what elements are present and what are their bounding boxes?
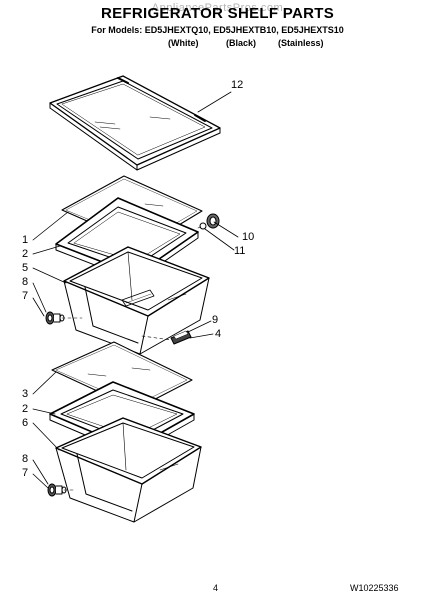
page-number: 4 — [213, 583, 219, 593]
variant-white: (White) — [168, 38, 199, 48]
callout-6: 6 — [22, 417, 29, 429]
callout-10: 10 — [242, 231, 255, 243]
callout-8-lower: 8 — [22, 453, 29, 465]
callout-4: 4 — [215, 328, 222, 340]
model-list: For Models: ED5JHEXTQ10, ED5JHEXTB10, ED… — [91, 25, 344, 35]
page-title: REFRIGERATOR SHELF PARTS — [100, 5, 335, 22]
document-number: W10225336 — [350, 583, 399, 593]
part-12-top-shelf — [49, 75, 221, 171]
callout-2-lower: 2 — [22, 403, 29, 415]
callout-3: 3 — [22, 388, 29, 400]
part-7-8-roller-upper — [45, 311, 65, 325]
callout-12: 12 — [231, 79, 244, 91]
alignment-dashes — [61, 225, 204, 491]
callout-9: 9 — [212, 314, 219, 326]
callout-5: 5 — [22, 262, 29, 274]
callout-8: 8 — [22, 276, 29, 288]
callout-7: 7 — [22, 290, 29, 302]
callout-7-lower: 7 — [22, 467, 29, 479]
part-5-crisper-drawer-upper — [63, 246, 210, 355]
callout-11: 11 — [234, 245, 246, 257]
callout-2: 2 — [22, 248, 29, 260]
variant-stainless: (Stainless) — [278, 38, 324, 48]
part-9-4-clip — [170, 330, 192, 345]
part-7-8-roller-lower — [47, 483, 67, 497]
callout-1: 1 — [22, 234, 29, 246]
watermark: AppliancePartsPros.com — [151, 2, 284, 14]
part-6-crisper-drawer-lower — [55, 417, 202, 523]
callout-leader-lines — [32, 91, 239, 489]
variant-black: (Black) — [226, 38, 257, 48]
model-variants: (White) (Black) (Stainless) — [0, 38, 435, 50]
part-10-11-grommet — [199, 213, 220, 230]
